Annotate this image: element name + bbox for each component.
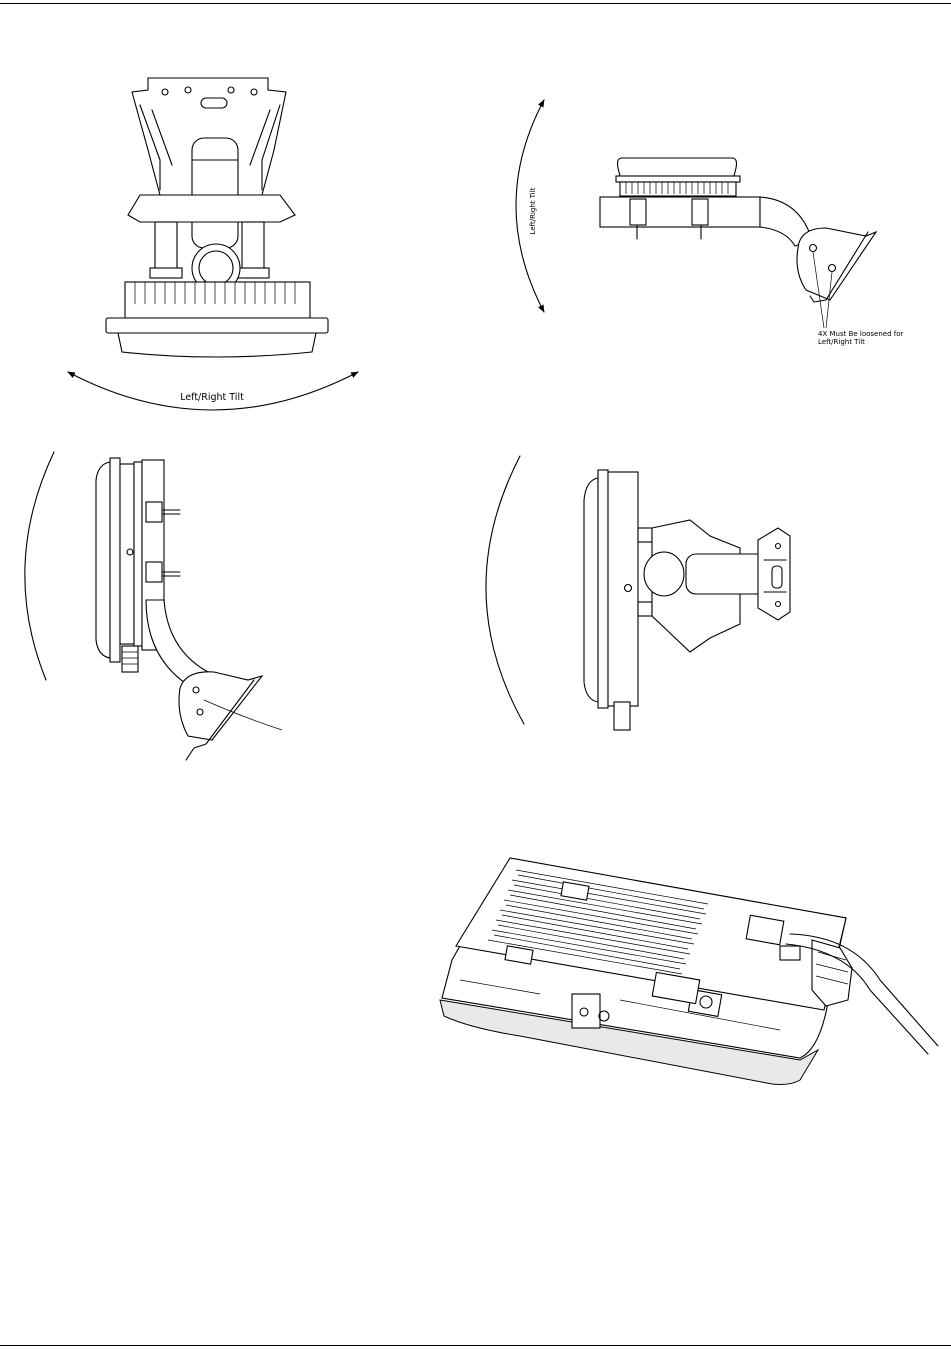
note-line-2: Left/Right Tilt — [818, 338, 865, 346]
bracket-rear-view-tilted — [486, 456, 790, 730]
bracket-side-view: Left/Right Tilt 4X Must Be loosened for … — [516, 100, 904, 346]
unit-isometric-view — [440, 858, 938, 1085]
tilt-label-front: Left/Right Tilt — [180, 392, 244, 403]
bracket-front-view: Left/Right Tilt — [68, 78, 358, 410]
bracket-side-view-tilted — [25, 452, 282, 760]
note-line-1: 4X Must Be loosened for — [818, 330, 904, 338]
tilt-label-side: Left/Right Tilt — [529, 187, 537, 234]
